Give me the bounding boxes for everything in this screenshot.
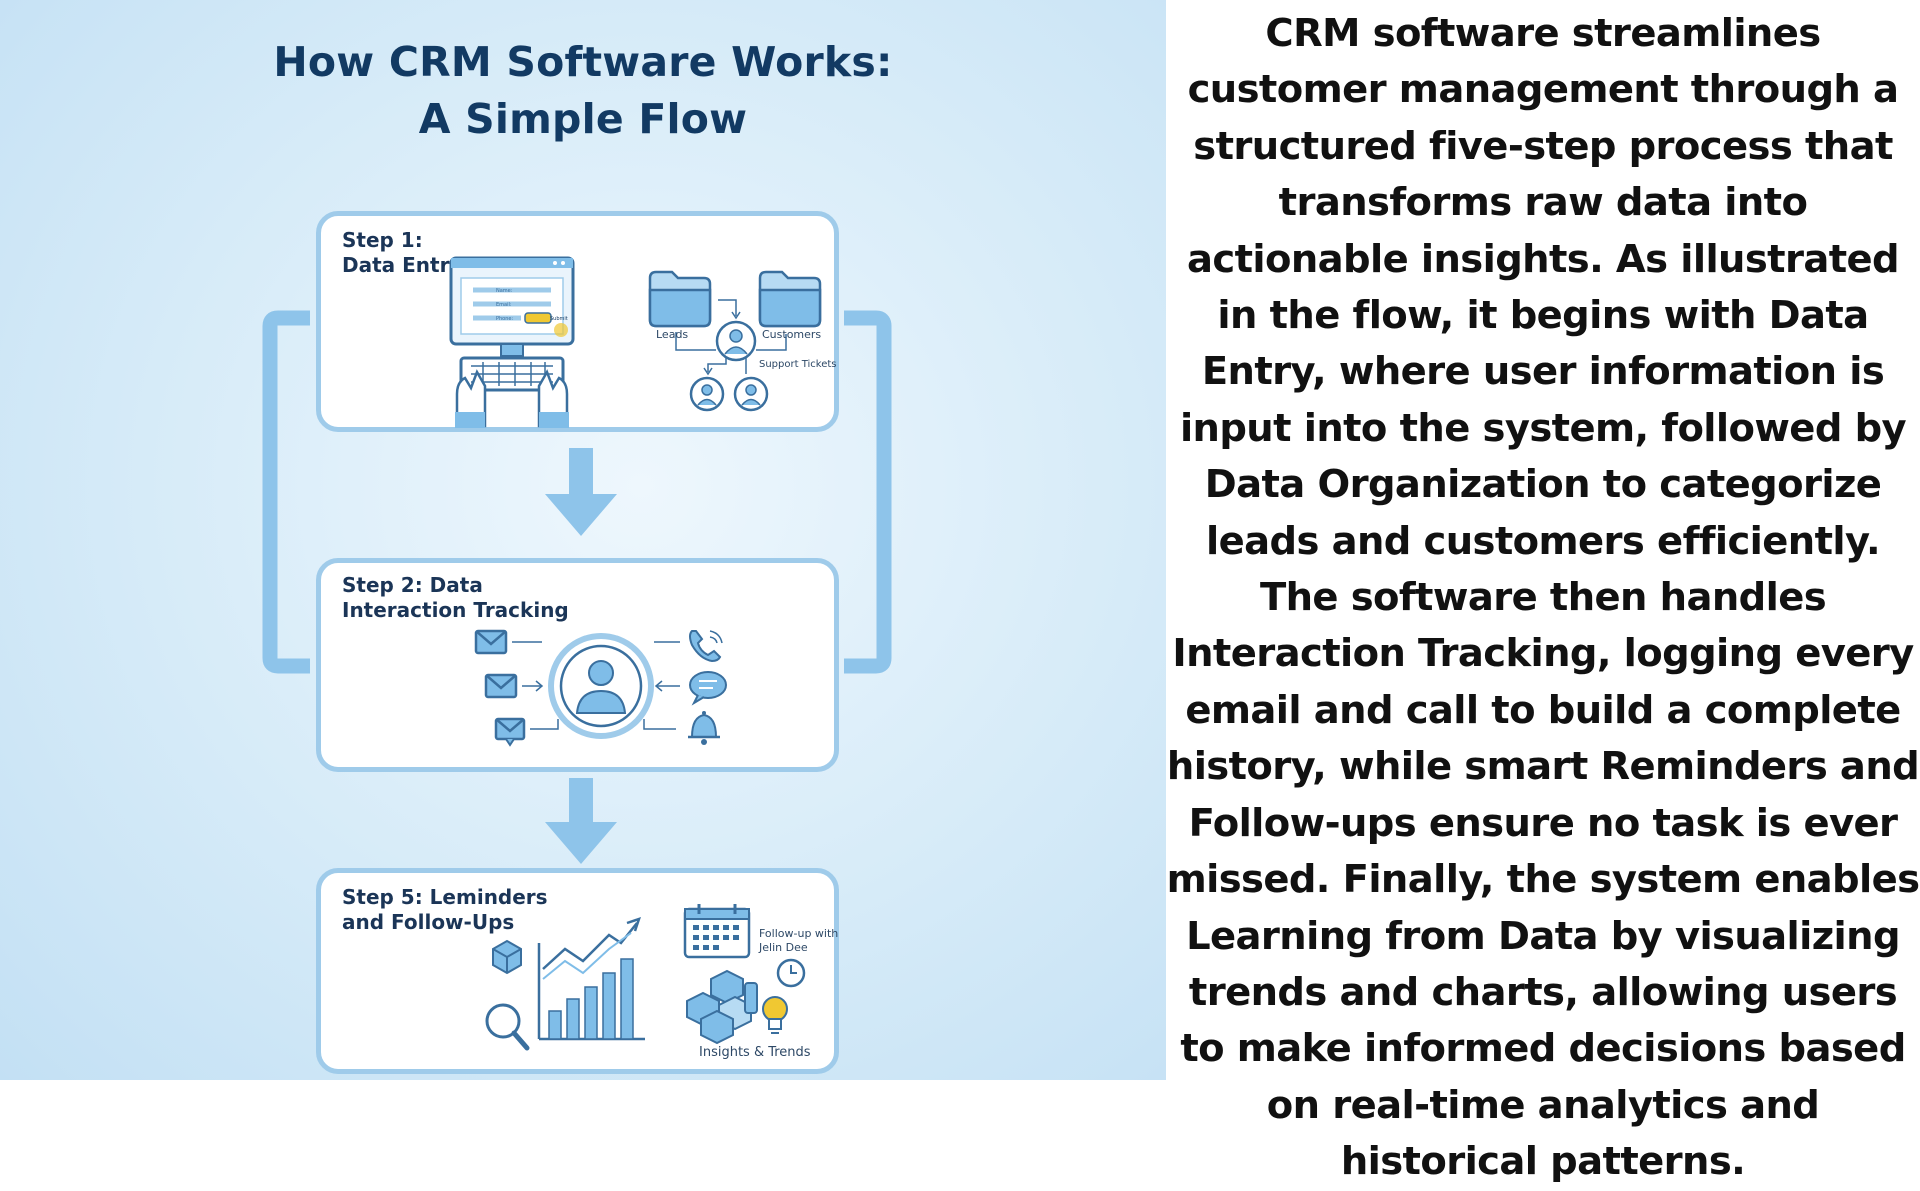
envelope-icon bbox=[484, 673, 518, 699]
calendar-icon bbox=[683, 904, 751, 959]
left-bracket-connector bbox=[262, 310, 310, 674]
infographic-title-line2: A Simple Flow bbox=[418, 95, 748, 143]
chat-bubble-icon bbox=[689, 671, 727, 706]
step1-title: Step 1: Data Entry bbox=[342, 228, 462, 278]
flow-arrow-down bbox=[545, 448, 617, 536]
step1-card: Step 1: Data Entry bbox=[316, 211, 839, 432]
step2-card: Step 2: Data Interaction Tracking bbox=[316, 558, 839, 772]
form-submit-button: Submit bbox=[550, 316, 568, 322]
form-field-phone: Phone: bbox=[496, 316, 514, 322]
infographic-title-line1: How CRM Software Works: bbox=[273, 38, 893, 86]
right-bracket-connector bbox=[844, 310, 892, 674]
step2-title-line1: Step 2: Data bbox=[342, 573, 483, 597]
form-field-email: Email: bbox=[496, 302, 512, 308]
interaction-tracking-diagram bbox=[474, 629, 727, 747]
followup-icons bbox=[683, 904, 806, 1045]
clock-icon bbox=[776, 958, 806, 988]
folder-icon bbox=[758, 270, 822, 328]
description-panel: CRM software streamlines customer manage… bbox=[1166, 0, 1920, 1184]
customer-users-icons bbox=[689, 376, 769, 412]
light-bulb-icon bbox=[762, 996, 788, 1034]
user-icon bbox=[715, 320, 757, 362]
magnifier-icon bbox=[485, 1003, 530, 1051]
bar-chart-icon bbox=[485, 917, 645, 1051]
phone-icon bbox=[689, 630, 723, 663]
data-organization-icons bbox=[648, 270, 822, 376]
description-text: CRM software streamlines customer manage… bbox=[1166, 11, 1920, 1185]
envelope-icon bbox=[474, 629, 508, 655]
support-tickets-label: Support Tickets bbox=[759, 359, 837, 370]
step5-card: Step 5: Leminders and Follow-Ups bbox=[316, 868, 839, 1074]
followup-line1: Follow-up with bbox=[759, 927, 839, 940]
folder-icon bbox=[648, 270, 712, 328]
boxes-icon bbox=[686, 969, 758, 1045]
user-icon bbox=[548, 633, 654, 739]
user-icon bbox=[689, 376, 725, 412]
step5-title-line2: and Follow-Ups bbox=[342, 910, 515, 934]
step1-title-line1: Step 1: bbox=[342, 228, 423, 252]
step5-title: Step 5: Leminders and Follow-Ups bbox=[342, 885, 548, 935]
step2-title: Step 2: Data Interaction Tracking bbox=[342, 573, 569, 623]
cube-icon bbox=[492, 939, 522, 975]
step2-title-line2: Interaction Tracking bbox=[342, 598, 569, 622]
flow-arrow-down bbox=[545, 778, 617, 864]
form-field-name: Name: bbox=[496, 288, 513, 294]
computer-icon bbox=[449, 256, 575, 428]
insights-trends-label: Insights & Trends bbox=[699, 1045, 811, 1060]
leads-label: Leads bbox=[656, 328, 689, 341]
infographic-panel: How CRM Software Works: A Simple Flow St… bbox=[0, 0, 1166, 1080]
user-icon bbox=[733, 376, 769, 412]
customers-label: Customers bbox=[762, 328, 822, 341]
envelope-icon bbox=[494, 717, 526, 747]
step5-title-line1: Step 5: Leminders bbox=[342, 885, 548, 909]
bell-icon bbox=[688, 711, 720, 745]
step1-title-line2: Data Entry bbox=[342, 253, 463, 277]
followup-line2: Jelin Dee bbox=[759, 941, 808, 954]
